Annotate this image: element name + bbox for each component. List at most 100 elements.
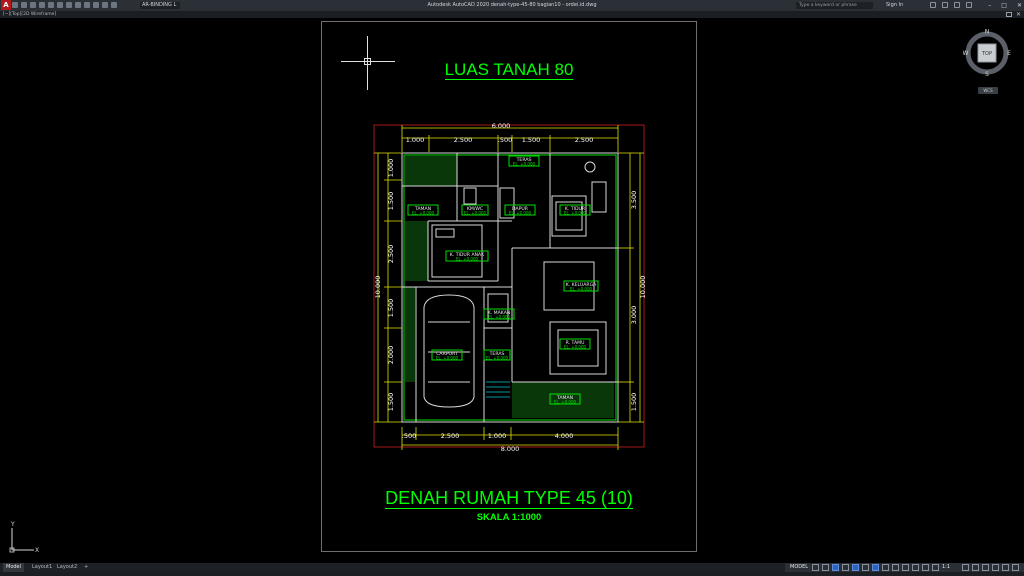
web-mobile-icon[interactable] — [48, 2, 54, 8]
svg-text:EL. +0.000: EL. +0.000 — [513, 162, 536, 167]
graphics-performance-icon[interactable] — [992, 564, 999, 571]
file-tab-strip — [0, 11, 1024, 18]
plus-icon[interactable] — [972, 564, 979, 571]
light-bulb-icon[interactable] — [102, 2, 108, 8]
viewport-controls[interactable]: [−][Top][2D Wireframe] — [3, 12, 57, 17]
dim-bottom-3: 1.000 — [488, 432, 507, 440]
room-label-carport: CARPORT — [436, 351, 458, 357]
model-space-toggle[interactable]: MODEL — [790, 564, 809, 570]
application-menu-button[interactable]: A — [1, 0, 11, 10]
tab-model[interactable]: Model — [3, 563, 25, 572]
viewcube-top-face[interactable] — [977, 43, 997, 63]
compass-north[interactable]: N — [985, 29, 990, 36]
dim-bottom-4: 4.000 — [555, 432, 574, 440]
help-icon[interactable] — [966, 2, 972, 8]
restore-drawing-icon[interactable] — [1006, 12, 1012, 17]
svg-text:EL. +0.000: EL. +0.000 — [509, 211, 532, 216]
room-label-taman-left: TAMAN — [414, 206, 431, 212]
toilet — [463, 187, 477, 205]
object-snap-icon[interactable] — [872, 564, 879, 571]
plot-icon[interactable] — [57, 2, 63, 8]
save-icon[interactable] — [30, 2, 36, 8]
drafting-toggles — [812, 564, 939, 571]
user-icon[interactable] — [954, 2, 960, 8]
room-label-teras-top: TERAS — [516, 157, 532, 163]
wcs-dropdown[interactable]: WCS — [978, 87, 998, 94]
quick-access-toolbar — [12, 2, 117, 8]
dim-right-3: 1.500 — [630, 393, 638, 412]
title-bar: A AR-BINDING L Autodesk AutoCAD 2020 den… — [0, 0, 1024, 11]
share-icon[interactable] — [93, 2, 99, 8]
plant — [584, 161, 596, 173]
add-layout-button[interactable]: + — [84, 564, 89, 570]
isodraft-icon[interactable] — [852, 564, 859, 571]
steps — [486, 381, 510, 398]
compass-west[interactable]: W — [963, 50, 969, 57]
undo-icon[interactable] — [75, 2, 81, 8]
window-title: Autodesk AutoCAD 2020 denah-type-45-80 b… — [427, 2, 597, 8]
grid-icon[interactable] — [812, 564, 819, 571]
tab-layout1[interactable]: Layout1 — [32, 564, 53, 570]
dims-right: 3.500 10.000 3.000 1.500 — [630, 191, 647, 412]
compass-south[interactable]: S — [985, 71, 989, 77]
crosshair-horizontal — [341, 61, 395, 62]
lineweight-icon[interactable] — [882, 564, 889, 571]
save-as-icon[interactable] — [39, 2, 45, 8]
ucs-icon: Y X — [9, 521, 39, 554]
object-snap-tracking-icon[interactable] — [862, 564, 869, 571]
minimize-button[interactable]: – — [988, 2, 992, 9]
annotation-visibility-icon[interactable] — [912, 564, 919, 571]
dim-bottom-1: .500 — [402, 432, 416, 440]
plot-title: LUAS TANAH 80 — [444, 60, 574, 80]
workspace-switching-icon[interactable] — [932, 564, 939, 571]
open-icon[interactable] — [21, 2, 27, 8]
compass-ring[interactable] — [965, 31, 1009, 75]
transparency-icon[interactable] — [892, 564, 899, 571]
pickbox — [364, 58, 371, 65]
auto-scale-icon[interactable] — [922, 564, 929, 571]
dim-top-2: 2.500 — [454, 136, 473, 144]
compass-east[interactable]: E — [1007, 50, 1011, 57]
annotation-scale[interactable]: 1:1 — [942, 564, 951, 570]
layer-icon[interactable] — [111, 2, 117, 8]
room-label-taman-bottom: TAMAN — [556, 395, 573, 401]
redo-icon[interactable] — [84, 2, 90, 8]
ucs-x-label: X — [35, 547, 39, 554]
selection-cycling-icon[interactable] — [902, 564, 909, 571]
family-room-sofa — [543, 261, 595, 311]
clean-screen-icon[interactable] — [1002, 564, 1009, 571]
dim-top-4: 1.500 — [522, 136, 541, 144]
customization-menu-icon[interactable] — [1012, 564, 1019, 571]
sign-in-button[interactable]: Sign In — [886, 2, 904, 8]
close-button[interactable]: ✕ — [1016, 2, 1022, 9]
dims-left: 1.000 1.500 2.500 10.000 1.500 2.000 1.5… — [374, 159, 395, 412]
maximize-button[interactable]: □ — [1001, 2, 1007, 9]
tab-layout2[interactable]: Layout2 — [57, 564, 78, 570]
cart-icon[interactable] — [930, 2, 936, 8]
isolate-objects-icon[interactable] — [982, 564, 989, 571]
close-drawing-button[interactable]: ✕ — [1015, 11, 1021, 18]
svg-text:EL. +0.000: EL. +0.000 — [554, 400, 577, 405]
dim-left-2: 1.500 — [387, 192, 395, 211]
gear-icon[interactable] — [962, 564, 969, 571]
viewcube[interactable]: TOP N S E W — [963, 29, 1011, 77]
workspace-dropdown[interactable]: AR-BINDING L — [140, 2, 180, 9]
dim-left-5: 2.000 — [387, 346, 395, 365]
print-icon[interactable] — [66, 2, 72, 8]
ortho-icon[interactable] — [832, 564, 839, 571]
svg-text:EL. +0.000: EL. +0.000 — [486, 356, 509, 361]
dim-right-total: 10.000 — [639, 276, 647, 299]
svg-text:EL. +0.000: EL. +0.000 — [412, 211, 435, 216]
polar-icon[interactable] — [842, 564, 849, 571]
search-input[interactable]: Type a keyword or phrase — [796, 2, 873, 9]
new-icon[interactable] — [12, 2, 18, 8]
room-label-k-makan: K. MAKAN — [488, 310, 511, 316]
dim-left-4: 1.500 — [387, 299, 395, 318]
snap-icon[interactable] — [822, 564, 829, 571]
dim-left-total: 10.000 — [374, 276, 382, 299]
exchange-icon[interactable] — [942, 2, 948, 8]
drawing-caption: DENAH RUMAH TYPE 45 (10) — [385, 488, 633, 509]
room-label-kmwc: KM/WC — [467, 206, 483, 212]
bed-master — [551, 195, 587, 237]
svg-text:EL. +0.000: EL. +0.000 — [456, 257, 479, 262]
